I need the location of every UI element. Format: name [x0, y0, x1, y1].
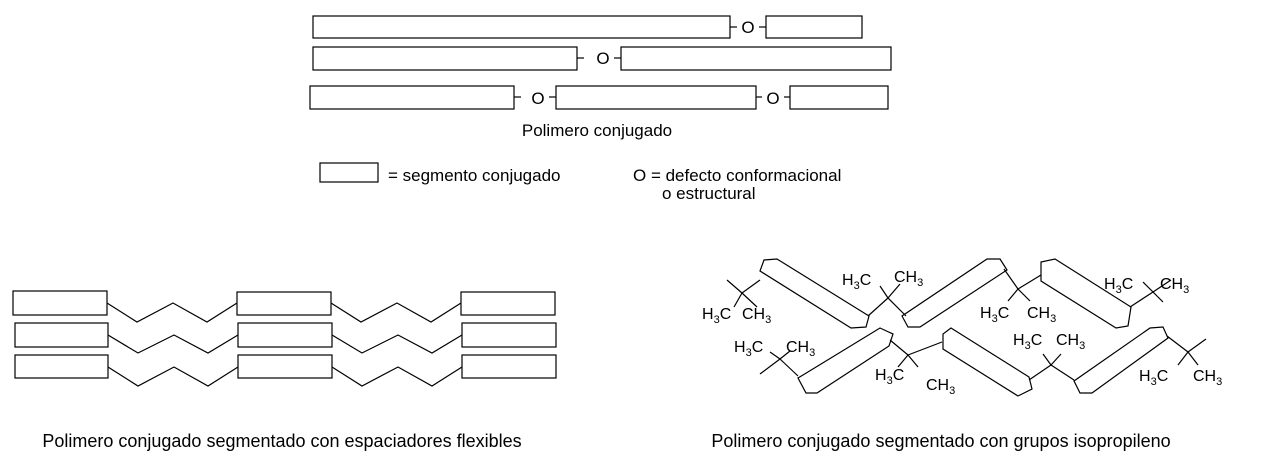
- conjugated-segment: [620, 46, 892, 71]
- legend: = segmento conjugado O = defecto conform…: [319, 162, 841, 203]
- legend-segment-swatch: [319, 162, 379, 183]
- isopropylene-bonds: [726, 268, 1172, 317]
- defect-symbol: O: [531, 89, 544, 108]
- conjugated-segment: [759, 258, 870, 329]
- conjugated-segment: [789, 85, 889, 110]
- defect-symbol: O: [766, 89, 779, 108]
- flexible-spacer-polymer: [12, 290, 557, 387]
- conjugated-segment: [14, 354, 109, 379]
- conjugated-segment: [312, 46, 578, 71]
- conjugated-segment: [797, 327, 894, 394]
- top-caption: Polimero conjugado: [522, 121, 672, 140]
- methyl-label: H3C: [842, 272, 871, 292]
- ch3-label: CH3: [1193, 368, 1222, 388]
- right-caption: Polimero conjugado segmentado con grupos…: [711, 431, 1170, 451]
- conjugated-segment: [765, 15, 863, 39]
- conjugated-segment: [312, 15, 731, 39]
- methyl-label: H3C: [1013, 332, 1042, 352]
- flexible-spacer: [106, 302, 238, 323]
- ch3-label: CH3: [1056, 332, 1085, 352]
- ch3-label: CH3: [742, 306, 771, 326]
- flexible-spacer: [107, 334, 239, 354]
- conjugated-polymer-chains: O O O O: [309, 15, 892, 110]
- conjugated-segment: [1073, 326, 1169, 394]
- conjugated-segment: [14, 322, 109, 348]
- ch3-label: CH3: [1027, 305, 1056, 325]
- methyl-label: H3C: [1139, 368, 1168, 388]
- methyl-label: H3C: [875, 367, 904, 387]
- legend-defect-label-line2: o estructural: [662, 184, 756, 203]
- methyl-label: H3C: [702, 306, 731, 326]
- conjugated-segment: [461, 354, 557, 379]
- conjugated-segment: [942, 327, 1033, 397]
- flexible-spacer: [331, 334, 463, 354]
- conjugated-segment: [236, 291, 332, 316]
- flexible-spacer: [330, 302, 462, 323]
- isopropylene-polymer: H3C CH3 H3C CH3 H3C CH3 H3C CH3 H3C CH3 …: [702, 258, 1222, 397]
- defect-symbol: O: [741, 18, 754, 37]
- conjugated-segment: [461, 322, 557, 348]
- ch3-label: CH3: [894, 269, 923, 289]
- legend-defect-label: O = defecto conformacional: [633, 166, 841, 185]
- defect-symbol: O: [596, 49, 609, 68]
- conjugated-segment: [12, 290, 108, 316]
- flexible-spacer: [107, 366, 239, 387]
- conjugated-segment: [309, 85, 515, 110]
- conjugated-segment: [237, 354, 333, 379]
- methyl-label: H3C: [1104, 276, 1133, 296]
- ch3-label: CH3: [786, 339, 815, 359]
- conjugated-segment: [237, 322, 333, 348]
- left-caption: Polimero conjugado segmentado con espaci…: [42, 431, 521, 451]
- conjugated-segment: [460, 291, 556, 316]
- methyl-label: H3C: [980, 305, 1009, 325]
- conjugated-segment: [901, 258, 1008, 328]
- flexible-spacer: [331, 366, 463, 387]
- isopropylene-bonds: [759, 335, 1207, 381]
- ch3-label: CH3: [926, 377, 955, 397]
- methyl-label: H3C: [734, 339, 763, 359]
- ch3-label: CH3: [1160, 276, 1189, 296]
- conjugated-segment: [555, 85, 757, 110]
- legend-segment-label: = segmento conjugado: [388, 166, 561, 185]
